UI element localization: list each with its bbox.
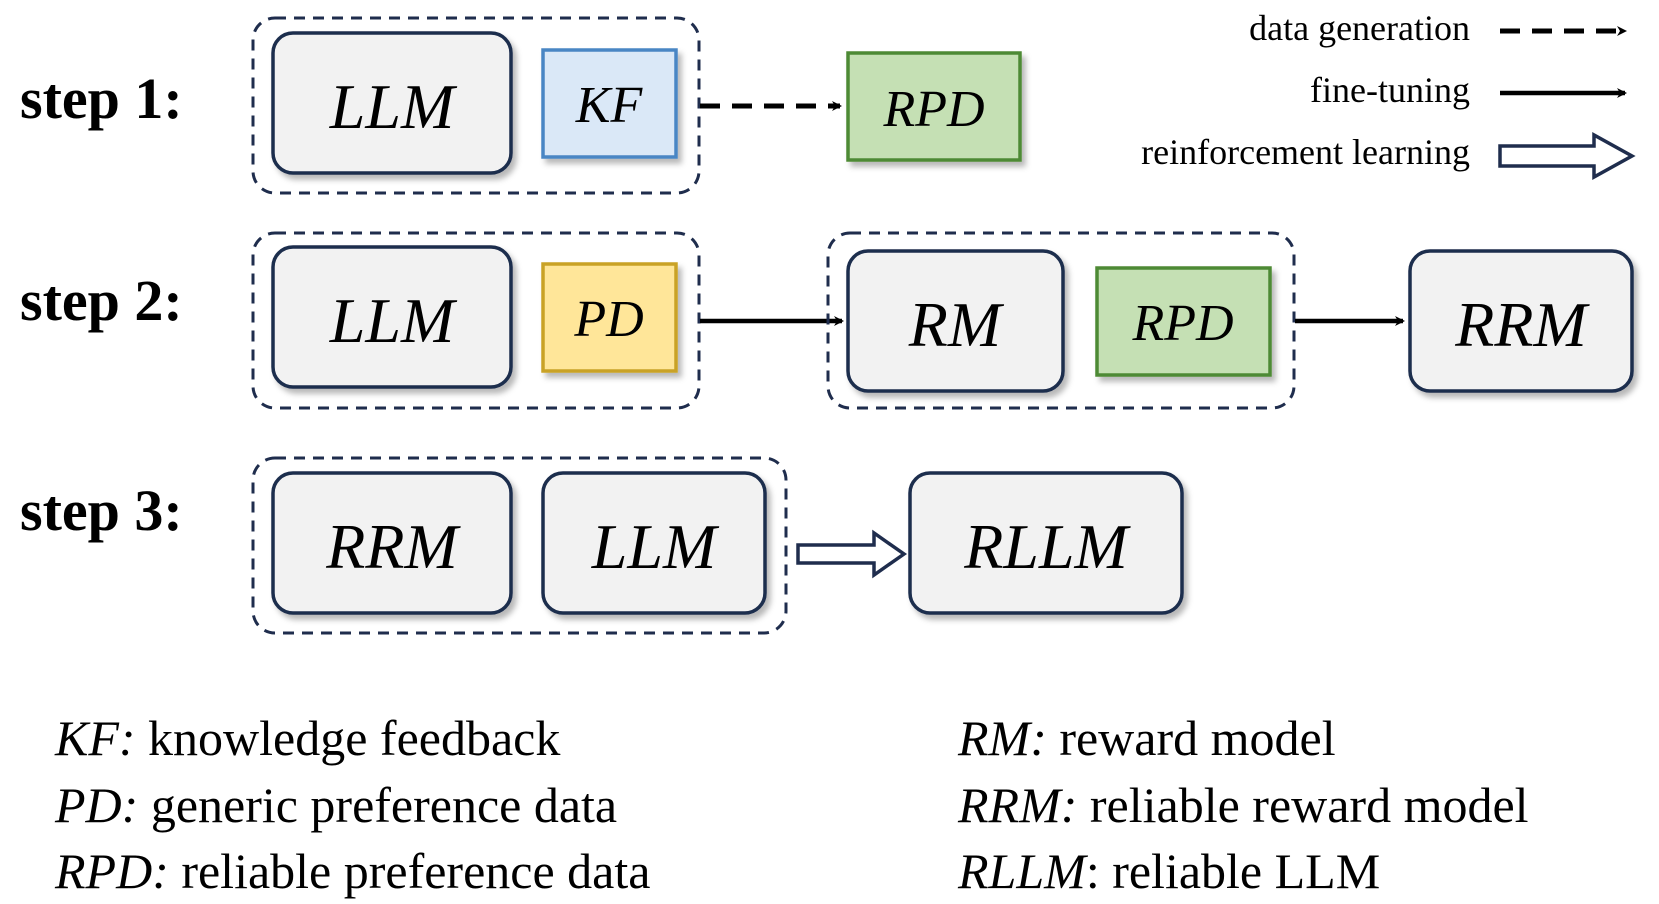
glossary-abbr: KF: <box>54 710 136 766</box>
glossary-abbr: PD: <box>54 777 138 833</box>
glossary-desc: reliable reward model <box>1077 777 1528 833</box>
glossary-abbr: RM: <box>957 710 1047 766</box>
step-2-rm-text: RM <box>908 289 1005 360</box>
legend-reinforcement-learning-label: reinforcement learning <box>1141 132 1470 172</box>
step-1-llm-text: LLM <box>329 71 458 142</box>
step-2-pd-node: PD <box>541 262 678 373</box>
step-3-rllm-text: RLLM <box>963 511 1131 582</box>
step-2-label: step 2: <box>20 268 183 333</box>
step-3-rrm-node: RRM <box>271 471 513 615</box>
step-2-rrm-text: RRM <box>1454 289 1590 360</box>
glossary-desc: generic preference data <box>138 777 617 833</box>
glossary-item: RRM: reliable reward model <box>957 777 1529 833</box>
glossary-item: RPD: reliable preference data <box>54 843 650 899</box>
legend-data-generation-label: data generation <box>1249 8 1470 48</box>
step-3-rllm-node: RLLM <box>908 471 1184 615</box>
glossary-abbr: RLLM <box>957 843 1088 899</box>
step-2-rpd-text: RPD <box>1131 295 1233 352</box>
legend-fine-tuning-label: fine-tuning <box>1310 70 1470 110</box>
step-1-label: step 1: <box>20 66 183 131</box>
step-3-llm-text: LLM <box>591 511 720 582</box>
step-2-pd-text: PD <box>573 291 643 348</box>
step-1-group <box>251 16 701 195</box>
legend: data generation fine-tuning reinforcemen… <box>1141 8 1636 180</box>
step-3-group <box>251 456 788 635</box>
step-2-llm-node: LLM <box>271 245 513 389</box>
legend-hollow-arrow-icon <box>1498 132 1636 180</box>
step-2-rm-node: RM <box>846 249 1065 393</box>
glossary-desc: reward model <box>1047 710 1336 766</box>
step-1-llm-node: LLM <box>271 31 513 175</box>
glossary-abbr: RRM: <box>957 777 1077 833</box>
step-2-rpd-node: RPD <box>1095 266 1272 377</box>
step-2-group-right <box>826 231 1296 410</box>
glossary-desc: reliable preference data <box>169 843 651 899</box>
step-1-rpd-text: RPD <box>882 81 984 138</box>
glossary-abbr: RPD: <box>54 843 169 899</box>
step-1-rpd-node: RPD <box>846 51 1022 162</box>
glossary-desc: : reliable LLM <box>1086 843 1380 899</box>
step-1-kf-text: KF <box>575 77 644 134</box>
glossary-item: RLLM: reliable LLM <box>957 843 1380 899</box>
step-2-llm-text: LLM <box>329 285 458 356</box>
step-3-rrm-text: RRM <box>325 511 461 582</box>
step-2-rrm-node: RRM <box>1408 249 1634 393</box>
step-3-label: step 3: <box>20 478 183 543</box>
reinforcement-learning-arrow <box>796 529 908 579</box>
glossary-item: PD: generic preference data <box>54 777 617 833</box>
step-3-llm-node: LLM <box>541 471 767 615</box>
step-1-kf-node: KF <box>541 48 678 159</box>
glossary-desc: knowledge feedback <box>136 710 561 766</box>
glossary-item: KF: knowledge feedback <box>54 710 560 766</box>
glossary: KF: knowledge feedback PD: generic prefe… <box>54 710 1529 899</box>
step-2-group-left <box>251 231 701 410</box>
glossary-item: RM: reward model <box>957 710 1336 766</box>
